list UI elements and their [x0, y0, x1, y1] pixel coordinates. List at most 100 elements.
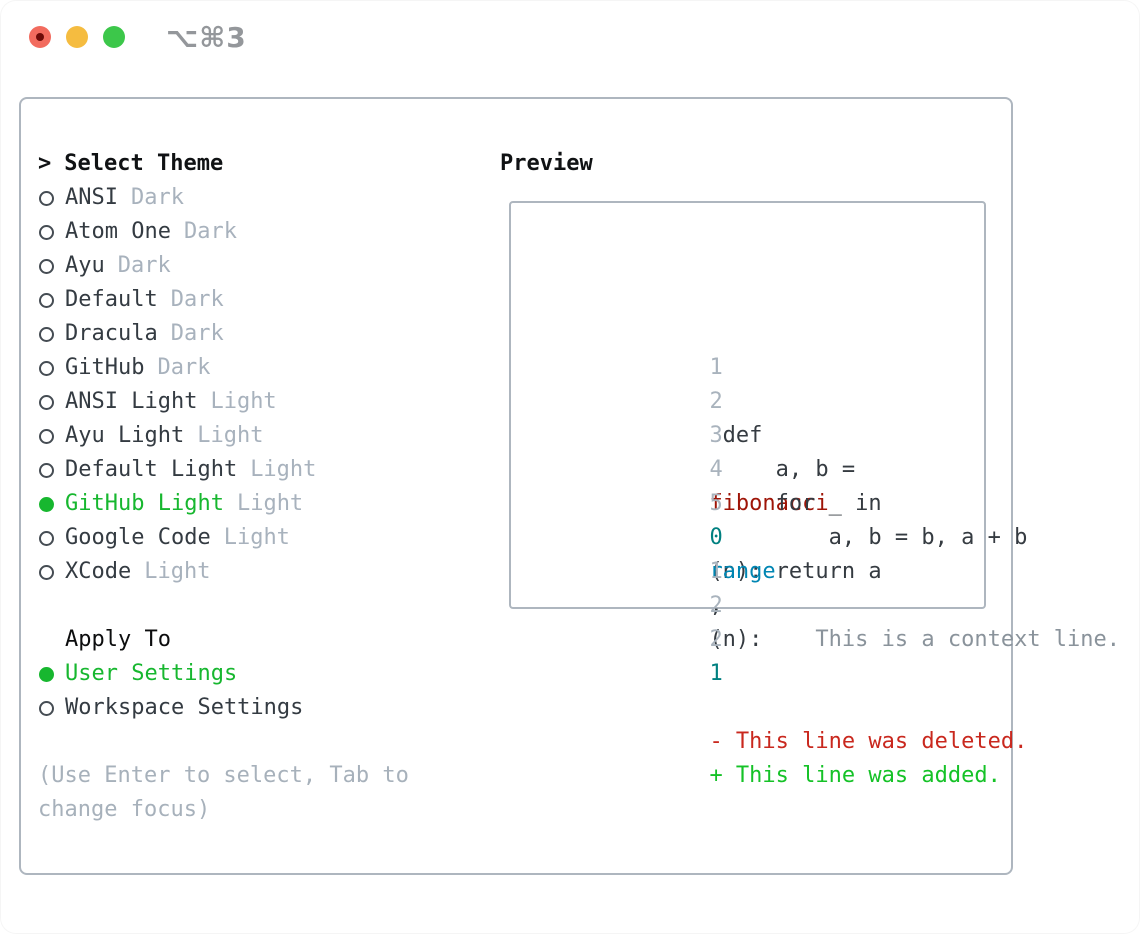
theme-list: ANSI Dark Atom One Dark Ayu Dark: [38, 181, 409, 589]
theme-option[interactable]: ANSI Light Light: [38, 385, 409, 419]
code-token: 2: [709, 627, 723, 652]
theme-option[interactable]: Google Code Light: [38, 521, 409, 555]
apply-to-list: User Settings Workspace Settings: [38, 657, 409, 725]
radio-icon: [39, 564, 54, 580]
apply-to-option[interactable]: User Settings: [38, 657, 409, 691]
radio-icon: [39, 530, 54, 546]
theme-option[interactable]: Dracula Dark: [38, 317, 409, 351]
theme-name: Ayu: [65, 253, 105, 278]
code-token: 4: [709, 457, 723, 482]
code-token: 1: [709, 559, 723, 584]
code-line: 1 This is a context line.: [524, 453, 1120, 652]
theme-name: Dracula: [65, 321, 158, 346]
theme-name: Ayu Light: [65, 423, 185, 448]
theme-option[interactable]: Default Light Light: [38, 453, 409, 487]
theme-variant: Dark: [170, 287, 224, 312]
theme-variant: Dark: [117, 253, 171, 278]
theme-option[interactable]: Ayu Light Light: [38, 419, 409, 453]
code-token: return a: [709, 559, 882, 584]
theme-variant: Dark: [183, 219, 237, 244]
theme-option[interactable]: ANSI Dark: [38, 181, 409, 215]
radio-icon: [39, 462, 54, 478]
code-token: 1: [709, 355, 723, 380]
prompt-icon: >: [38, 151, 52, 176]
theme-name: XCode: [65, 559, 132, 584]
code-token: 2: [709, 593, 723, 618]
theme-variant: Light: [144, 559, 211, 584]
theme-name: Atom One: [65, 219, 171, 244]
theme-variant: Dark: [170, 321, 224, 346]
theme-name: Default: [65, 287, 158, 312]
preview-box: 1 def fibonacci (n): 2: [509, 201, 1120, 788]
code-line: 2 a, b = 0 , 1: [524, 283, 1120, 686]
theme-variant: Light: [210, 389, 277, 414]
apply-to-name: Workspace Settings: [65, 695, 304, 720]
code-token: a, b =: [709, 457, 869, 482]
theme-variant: Light: [250, 457, 317, 482]
theme-option[interactable]: Atom One Dark: [38, 215, 409, 249]
preview-header: Preview: [500, 151, 593, 176]
code-token: [709, 661, 775, 686]
select-theme-header-label: Select Theme: [64, 151, 224, 176]
zoom-button[interactable]: [103, 26, 125, 48]
code-token: [709, 695, 775, 720]
code-token: fibonacci: [709, 491, 829, 516]
theme-variant: Light: [197, 423, 264, 448]
code-token: + This line was added.: [709, 763, 1001, 788]
keyboard-hint-line2: change focus): [38, 797, 211, 822]
preview-code: 1 def fibonacci (n): 2: [524, 249, 1120, 788]
theme-name: Google Code: [65, 525, 211, 550]
radio-icon: [39, 700, 54, 716]
code-token: 3: [709, 423, 723, 448]
theme-name: ANSI: [65, 185, 118, 210]
apply-to-header: Apply To: [65, 627, 171, 652]
radio-icon: [39, 360, 54, 376]
theme-name: Default Light: [65, 457, 238, 482]
theme-name: GitHub Light: [65, 491, 224, 516]
code-token: def: [709, 423, 776, 448]
radio-icon: [39, 224, 54, 240]
radio-icon: [39, 292, 54, 308]
code-token: - This line was deleted.: [709, 729, 1028, 754]
apply-to-name: User Settings: [65, 661, 238, 686]
theme-name: ANSI Light: [65, 389, 198, 414]
radio-icon: [39, 326, 54, 342]
theme-picker-panel: > Select Theme ANSI Dark Atom One Dark: [19, 97, 1120, 875]
gap: [38, 725, 409, 759]
code-token: range: [709, 559, 776, 584]
gap: [38, 589, 409, 623]
theme-name: GitHub: [65, 355, 145, 380]
radio-icon: [39, 496, 54, 512]
code-token: (n):: [709, 559, 763, 584]
code-token: for _ in: [709, 491, 895, 516]
radio-icon: [39, 258, 54, 274]
theme-option[interactable]: XCode Light: [38, 555, 409, 589]
select-theme-header: > Select Theme: [38, 147, 409, 181]
keyboard-hint-line1: (Use Enter to select, Tab to: [38, 763, 409, 788]
theme-picker-column: > Select Theme ANSI Dark Atom One Dark: [38, 147, 409, 827]
apply-to-option[interactable]: Workspace Settings: [38, 691, 409, 725]
radio-icon: [39, 666, 54, 682]
code-token: 1: [709, 661, 723, 686]
minimize-button[interactable]: [66, 26, 88, 48]
close-button[interactable]: [29, 26, 51, 48]
radio-icon: [39, 394, 54, 410]
code-line: 1 def fibonacci (n):: [524, 249, 1120, 584]
radio-icon: [39, 428, 54, 444]
code-line: 5 return a: [524, 385, 1120, 584]
code-token: a, b = b, a + b: [709, 525, 1028, 550]
theme-option[interactable]: Default Dark: [38, 283, 409, 317]
theme-variant: Light: [236, 491, 304, 516]
code-token: 5: [709, 491, 723, 516]
theme-option[interactable]: GitHub Dark: [38, 351, 409, 385]
titlebar: ⌥⌘3: [0, 0, 1140, 74]
code-line: 2 - This line was deleted.: [524, 487, 1120, 754]
code-token: 0: [709, 525, 723, 550]
theme-option[interactable]: GitHub Light Light: [38, 487, 409, 521]
code-token: This is a context line.: [709, 627, 1121, 652]
theme-variant: Light: [223, 525, 290, 550]
window-title: ⌥⌘3: [166, 21, 247, 54]
code-line: 4 a, b = b, a + b: [524, 351, 1120, 550]
theme-option[interactable]: Ayu Dark: [38, 249, 409, 283]
